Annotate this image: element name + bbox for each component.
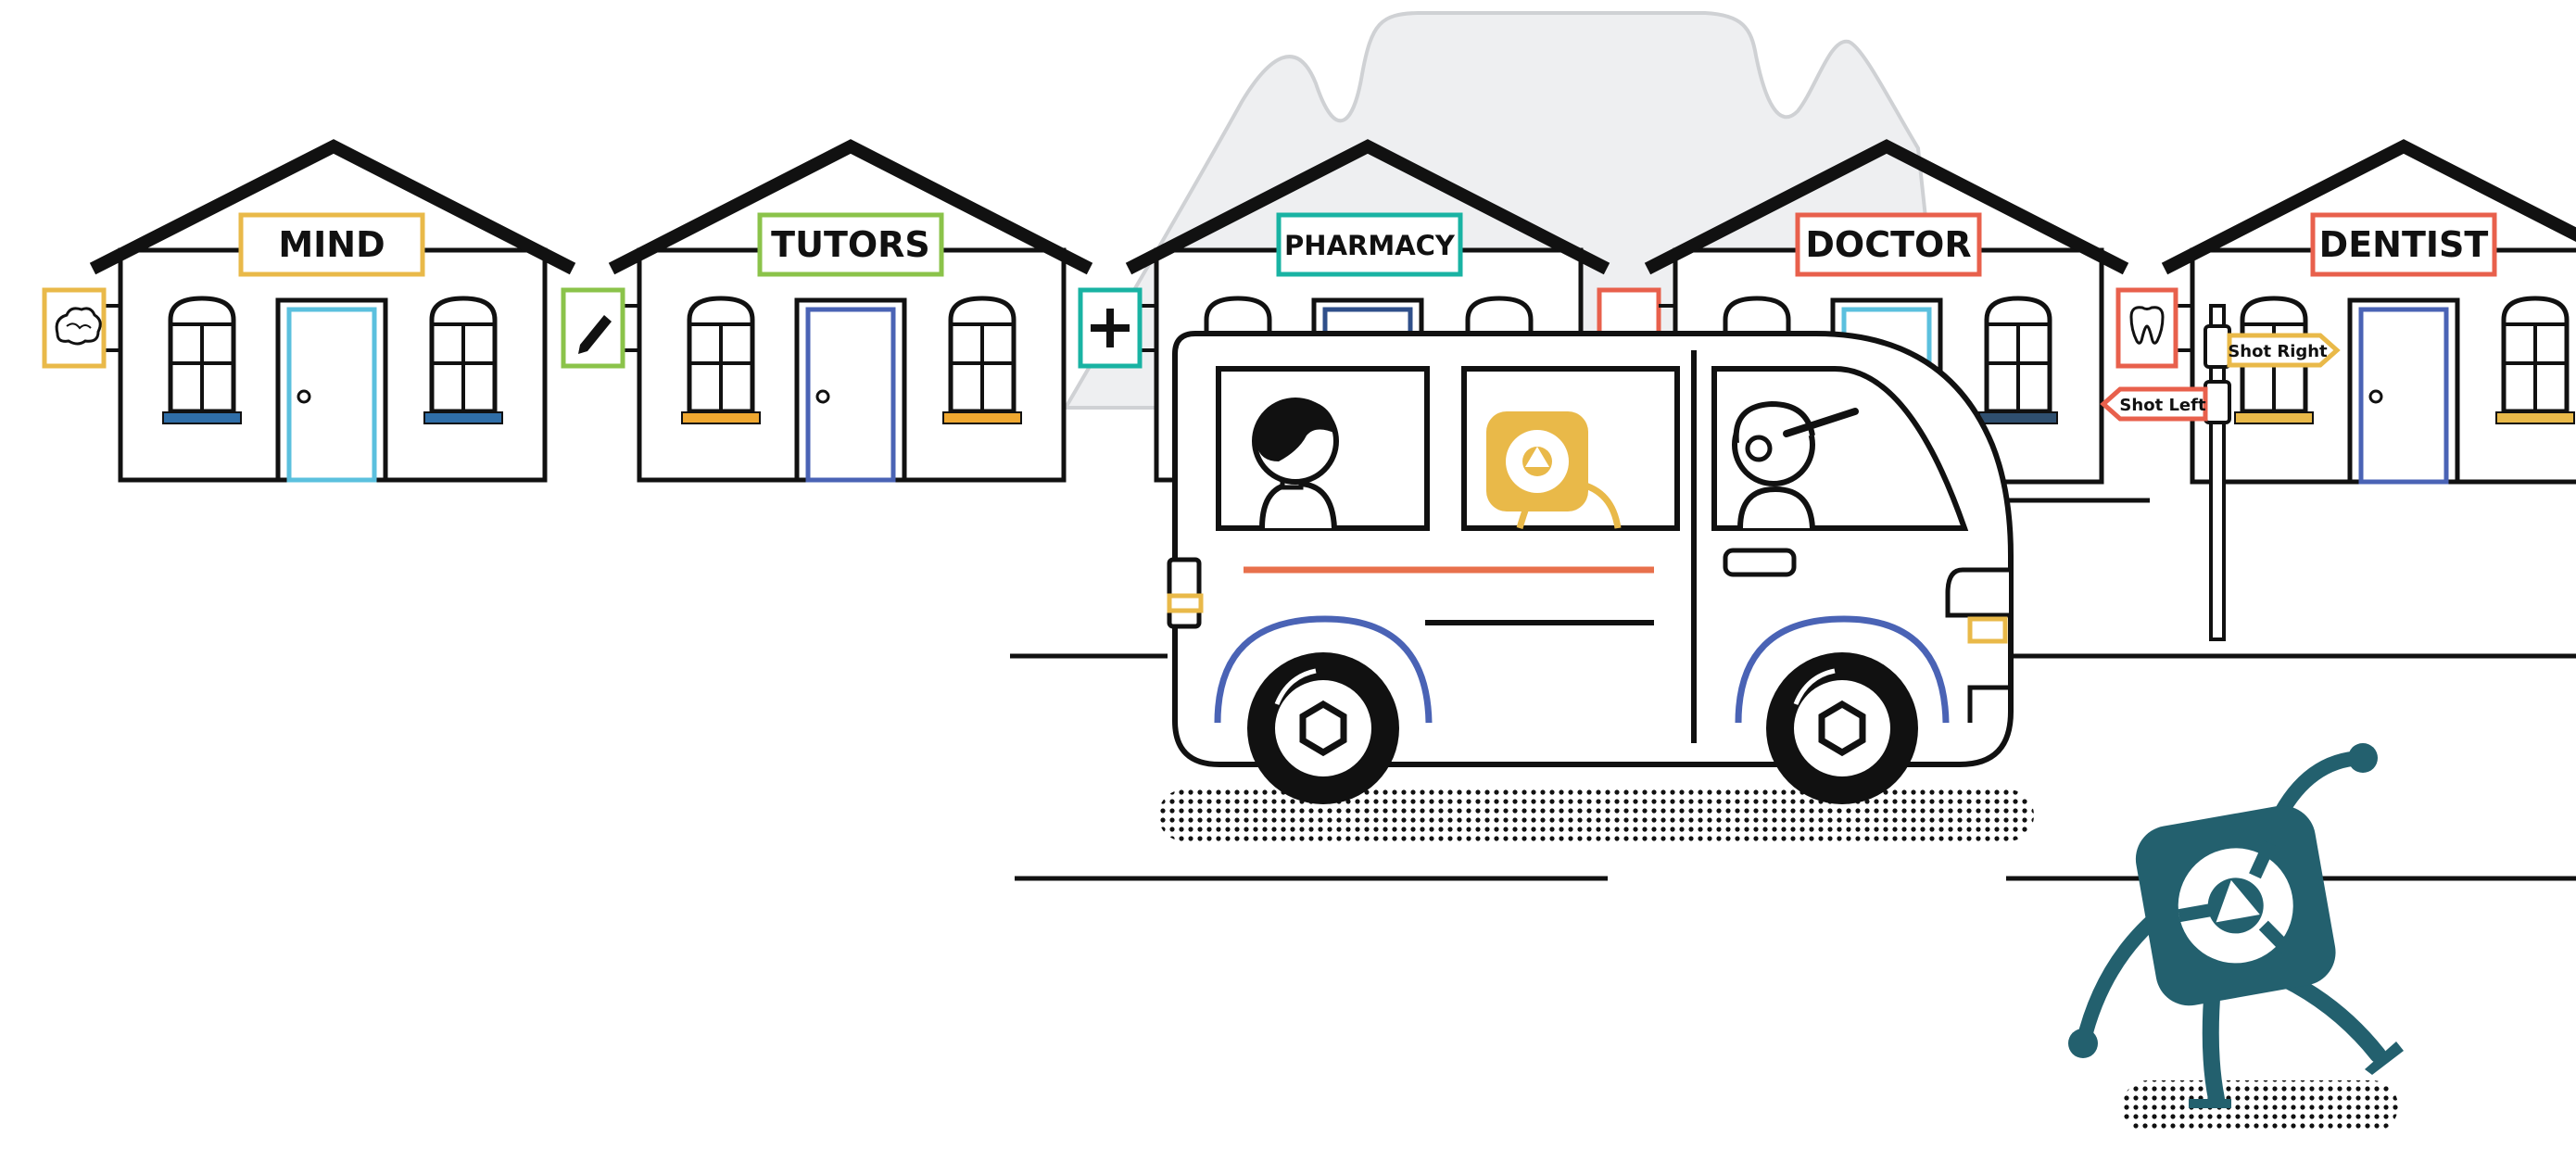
signpost: Shot Right Shot Left bbox=[2100, 304, 2341, 641]
tooth-icon bbox=[2115, 287, 2192, 369]
mascot-leg-left bbox=[2202, 978, 2225, 1107]
house-sign-label: MIND bbox=[278, 224, 385, 265]
person-icon bbox=[1252, 398, 1339, 529]
house-roof bbox=[89, 139, 576, 275]
house-roof bbox=[608, 139, 1093, 275]
window-left bbox=[681, 296, 761, 424]
house-sign bbox=[1795, 212, 1982, 277]
van-headlight bbox=[1945, 567, 2009, 618]
house-sign bbox=[238, 212, 425, 277]
pencil-icon bbox=[561, 287, 639, 369]
van-wheel-rear bbox=[1247, 652, 1399, 804]
driver-icon bbox=[1732, 400, 1859, 529]
van-fender-rear bbox=[1214, 615, 1433, 724]
house-sign bbox=[757, 212, 944, 277]
signpost-right-label: Shot Right bbox=[2228, 342, 2328, 361]
house-sign bbox=[1276, 212, 1463, 277]
van-shadow bbox=[1158, 789, 2034, 841]
signpost-arrow-right[interactable]: Shot Right bbox=[2227, 333, 2341, 368]
house-sign bbox=[2310, 212, 2497, 277]
house-dentist[interactable]: DENTIST bbox=[2115, 139, 2576, 485]
mascot-shadow bbox=[2122, 1080, 2398, 1132]
van-wheel-front bbox=[1766, 652, 1918, 804]
house-roof bbox=[1644, 139, 2129, 275]
window-right bbox=[423, 296, 503, 424]
walking-mascot-icon[interactable] bbox=[2068, 743, 2404, 1108]
plus-icon bbox=[1078, 287, 1156, 369]
window-left bbox=[162, 296, 242, 424]
house-sign-label: PHARMACY bbox=[1284, 230, 1456, 261]
house-tutors[interactable]: TUTORS bbox=[561, 139, 1093, 483]
house-sign-label: TUTORS bbox=[771, 224, 930, 265]
van-fender-front bbox=[1735, 615, 1950, 724]
mascot-logo-icon bbox=[1486, 411, 1622, 529]
van[interactable] bbox=[1167, 331, 2014, 804]
house-roof bbox=[2161, 139, 2576, 275]
house-roof bbox=[1125, 139, 1610, 275]
window-right bbox=[942, 296, 1022, 424]
window-right bbox=[2495, 296, 2575, 424]
van-door-handle[interactable] bbox=[1723, 548, 1797, 577]
house-mind[interactable]: MIND bbox=[42, 139, 576, 483]
house-door[interactable] bbox=[794, 297, 907, 483]
house-sign-label: DENTIST bbox=[2319, 224, 2489, 265]
signpost-left-label: Shot Left bbox=[2119, 396, 2206, 415]
house-door[interactable] bbox=[2347, 297, 2460, 485]
house-sign-label: DOCTOR bbox=[1805, 224, 1971, 265]
brain-icon bbox=[42, 287, 120, 369]
house-door[interactable] bbox=[275, 297, 388, 483]
signpost-arrow-left[interactable]: Shot Left bbox=[2100, 386, 2208, 422]
window-right bbox=[1978, 296, 2058, 424]
